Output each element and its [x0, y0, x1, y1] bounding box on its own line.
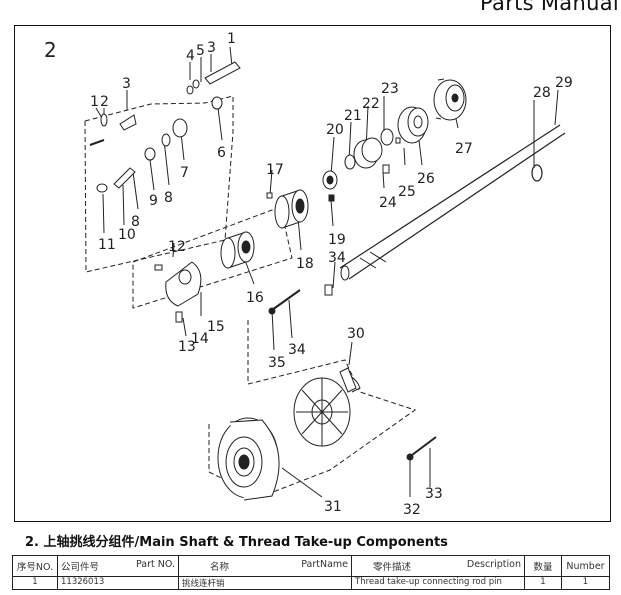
callout-3a: 3 [122, 76, 131, 92]
callout-35: 35 [268, 355, 286, 371]
bearing-20 [322, 170, 338, 190]
callout-14: 14 [191, 331, 209, 347]
callout-26: 26 [417, 171, 435, 187]
callout-34a: 34 [328, 250, 346, 266]
bushing-16 [220, 231, 255, 269]
header-description: 零件描述 Description [351, 555, 525, 577]
table-row: 1 11326013 挑线连杆销 Thread take-up connecti… [12, 576, 610, 590]
callout-27: 27 [455, 141, 473, 157]
callout-25: 25 [398, 184, 416, 200]
callout-21: 21 [344, 108, 362, 124]
callout-8a: 8 [164, 190, 173, 206]
parts-table: 序号NO. 公司件号 Part NO. 名称 PartName 零件描述 Descri… [12, 555, 610, 590]
callout-30: 30 [347, 326, 365, 342]
belt [339, 367, 357, 393]
callout-1a: 1 [90, 94, 99, 110]
callout-29: 29 [555, 75, 573, 91]
callout-12: 12 [168, 239, 186, 255]
bushing-26 [397, 106, 429, 144]
callout-22: 22 [362, 96, 380, 112]
header-desc-cn: 零件描述 [373, 562, 412, 573]
header-company-no: 公司件号 [61, 562, 100, 573]
group-outline-left [84, 95, 234, 273]
handwheel-pulley [433, 78, 467, 121]
group-outline-middle [132, 209, 293, 309]
cell-seq: 1 [12, 576, 58, 590]
cell-description: Thread take-up connecting rod pin [351, 576, 525, 590]
table-header-row: 序号NO. 公司件号 Part NO. 名称 PartName 零件描述 Descri… [12, 555, 610, 577]
header-part-no: 公司件号 Part NO. [57, 555, 179, 577]
callout-5: 5 [196, 43, 205, 59]
diagram-frame [14, 25, 611, 522]
callout-1b: 1 [227, 31, 236, 47]
take-up-lever [89, 96, 223, 193]
callout-31: 31 [324, 499, 342, 515]
header-qty-en: Number [561, 555, 610, 577]
callout-20: 20 [326, 122, 344, 138]
callout-9: 9 [149, 193, 158, 209]
header-part-no-en: Part NO. [136, 559, 175, 570]
callout-15: 15 [207, 319, 225, 335]
header-name-en: PartName [301, 559, 348, 570]
callout-3b: 3 [207, 40, 216, 56]
cell-qty: 1 [524, 576, 562, 590]
section-title: 2. 上轴挑线分组件/Main Shaft & Thread Take-up C… [25, 535, 448, 550]
cell-number: 1 [561, 576, 610, 590]
main-shaft [339, 124, 566, 281]
header-name-cn: 名称 [210, 562, 230, 573]
motor-housing [217, 417, 280, 501]
callout-17: 17 [266, 162, 284, 178]
callout-19: 19 [328, 232, 346, 248]
header-qty-cn: 数量 [524, 555, 562, 577]
callout-2: 2 [100, 94, 109, 110]
header-name: 名称 PartName [178, 555, 352, 577]
callout-33: 33 [425, 486, 443, 502]
header-desc-en: Description [466, 559, 521, 570]
cell-name: 挑线连杆销 [178, 576, 352, 590]
crank-assembly [154, 261, 202, 323]
manual-title: Parts Manual [480, 0, 619, 15]
counterweight [344, 128, 394, 170]
callout-7: 7 [180, 165, 189, 181]
callout-4: 4 [186, 48, 195, 64]
callout-11: 11 [98, 237, 116, 253]
callout-32: 32 [403, 502, 421, 518]
figure-number: 2 [44, 38, 57, 62]
header-seq: 序号NO. [12, 555, 58, 577]
cell-company-no: 11326013 [57, 576, 179, 590]
callout-34b: 34 [288, 342, 306, 358]
callout-18: 18 [296, 256, 314, 272]
bushing-18 [274, 189, 309, 229]
callout-28: 28 [533, 85, 551, 101]
callout-24: 24 [379, 195, 397, 211]
callout-13: 13 [178, 339, 196, 355]
callout-16: 16 [246, 290, 264, 306]
callout-6: 6 [217, 145, 226, 161]
collar-28 [531, 164, 543, 182]
callout-23: 23 [381, 81, 399, 97]
callout-10: 10 [118, 227, 136, 243]
callout-8b: 8 [131, 214, 140, 230]
top-small-parts [186, 61, 241, 95]
